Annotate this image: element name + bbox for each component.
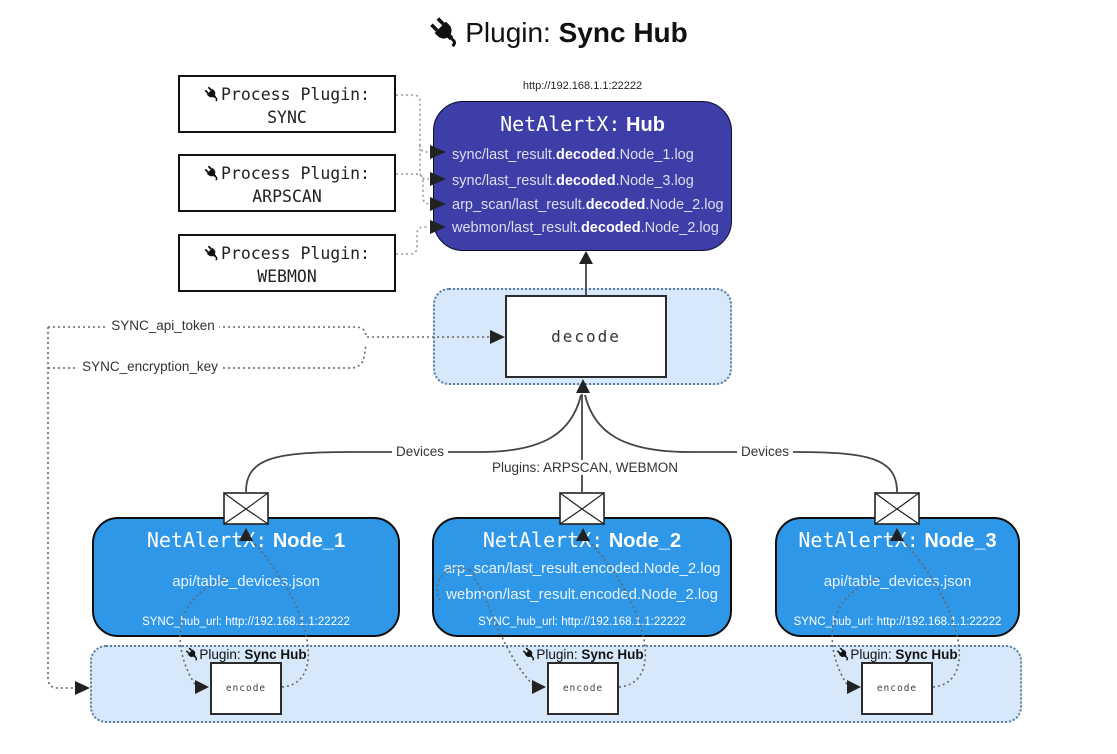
plug-icon xyxy=(522,647,535,661)
encode-plugin-label: Plugin: Sync Hub xyxy=(836,647,958,662)
node-footer: SYNC_hub_url: http://192.168.1.1:22222 xyxy=(793,616,1002,628)
node-3-box: NetAlertX: Node_3 api/table_devices.json… xyxy=(775,517,1020,637)
encode-box: encode xyxy=(210,662,282,715)
node-title: NetAlertX: Node_3 xyxy=(798,528,997,552)
envelope-icon xyxy=(223,492,269,525)
edge-label-plugins: Plugins: ARPSCAN, WEBMON xyxy=(487,460,683,475)
process-plugin-sync: Process Plugin: SYNC xyxy=(178,75,396,133)
process-plugin-label: Process Plugin: xyxy=(220,85,370,104)
envelope-icon xyxy=(559,492,605,525)
edge-label-devices-right: Devices xyxy=(736,444,794,459)
plug-icon xyxy=(204,165,218,181)
process-plugin-name: WEBMON xyxy=(257,267,317,286)
hub-box: NetAlertX: Hub sync/last_result.decoded.… xyxy=(433,101,732,251)
node-footer: SYNC_hub_url: http://192.168.1.1:22222 xyxy=(478,616,686,628)
node-line: api/table_devices.json xyxy=(823,573,972,590)
plug-icon xyxy=(185,647,198,661)
process-plugin-label: Process Plugin: xyxy=(220,164,370,183)
hub-log-line: arp_scan/last_result.decoded.Node_2.log xyxy=(452,197,724,213)
plug-icon xyxy=(430,17,457,48)
process-plugin-name: ARPSCAN xyxy=(252,187,322,206)
hub-log-line: sync/last_result.decoded.Node_1.log xyxy=(452,147,694,163)
hub-log-line: sync/last_result.decoded.Node_3.log xyxy=(452,172,694,189)
encode-box: encode xyxy=(547,662,619,715)
process-plugin-webmon: Process Plugin: WEBMON xyxy=(178,234,396,292)
title-name: Sync Hub xyxy=(558,17,688,48)
plug-icon xyxy=(836,647,849,661)
node-title: NetAlertX: Node_1 xyxy=(146,528,346,552)
process-plugin-arpscan: Process Plugin: ARPSCAN xyxy=(178,154,396,212)
plug-icon xyxy=(204,86,218,102)
label-sync-encryption-key: SYNC_encryption_key xyxy=(78,359,222,374)
node-line: arp_scan/last_result.encoded.Node_2.log xyxy=(443,560,721,577)
hub-log-line: webmon/last_result.decoded.Node_2.log xyxy=(452,220,719,236)
node-line: api/table_devices.json xyxy=(172,573,320,590)
node-footer: SYNC_hub_url: http://192.168.1.1:22222 xyxy=(142,616,350,628)
node-title: NetAlertX: Node_2 xyxy=(482,528,682,552)
label-sync-api-token: SYNC_api_token xyxy=(107,318,219,333)
envelope-icon xyxy=(874,492,920,525)
node-2-box: NetAlertX: Node_2 arp_scan/last_result.e… xyxy=(432,517,732,637)
decode-box: decode xyxy=(505,295,667,378)
node-line: webmon/last_result.encoded.Node_2.log xyxy=(446,586,718,603)
edge-label-devices-left: Devices xyxy=(391,444,449,459)
hub-title: NetAlertX: Hub xyxy=(500,112,665,136)
process-plugin-label: Process Plugin: xyxy=(220,244,370,263)
encode-plugin-label: Plugin: Sync Hub xyxy=(522,647,644,662)
node-1-box: NetAlertX: Node_1 api/table_devices.json… xyxy=(92,517,400,637)
plug-icon xyxy=(204,245,218,261)
encode-box: encode xyxy=(861,662,933,715)
title-prefix: Plugin: xyxy=(465,17,551,48)
process-plugin-name: SYNC xyxy=(267,108,307,127)
encode-plugin-label: Plugin: Sync Hub xyxy=(185,647,307,662)
hub-url: http://192.168.1.1:22222 xyxy=(522,80,643,92)
page-title: Plugin: Sync Hub xyxy=(0,16,1117,49)
